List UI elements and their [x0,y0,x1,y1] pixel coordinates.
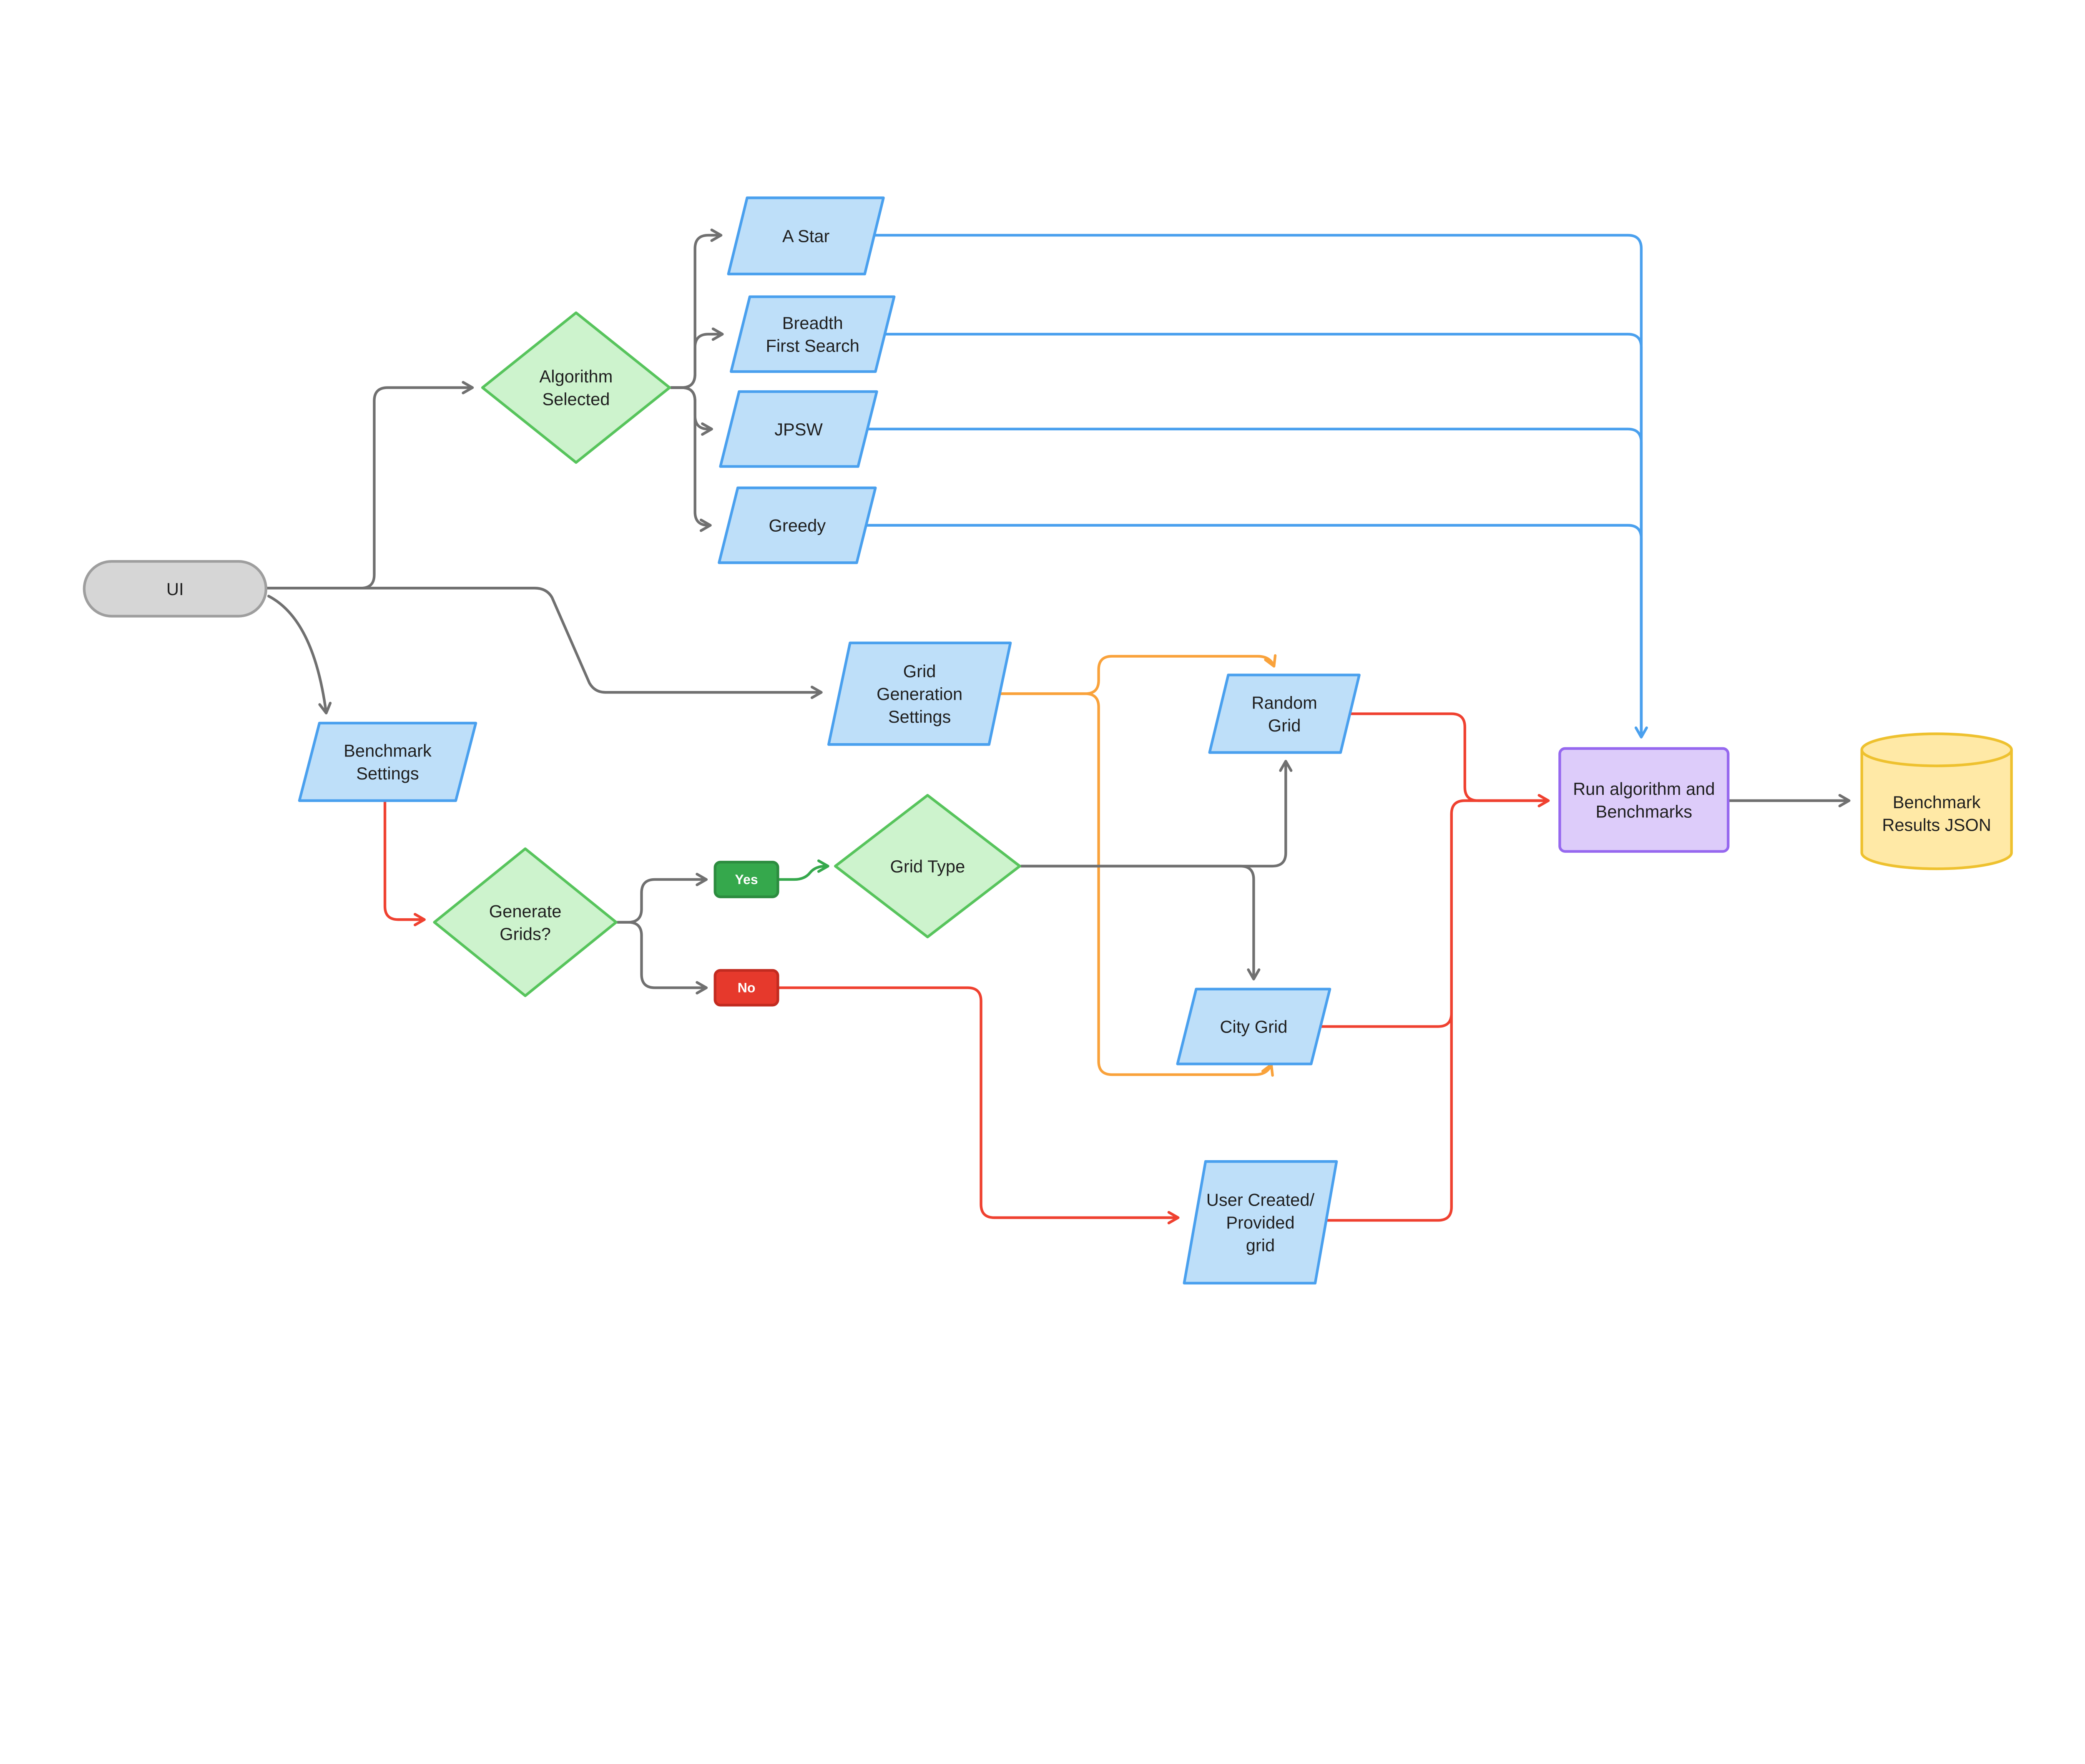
edge-a-star-to-run [874,234,1648,739]
edge-generate-grids-to-yes [616,872,708,924]
edge-algorithm-to-jpsw [669,386,713,436]
node-label-city-grid: City Grid [1220,1017,1287,1036]
edge-algorithm-to-greedy [669,386,712,532]
edge-grid-type-to-random-grid [1020,760,1293,868]
node-no: No [713,969,779,1007]
node-label-grid-type: Grid Type [890,856,965,876]
edge-grid-gen-to-random-grid [998,654,1277,695]
edge-breadth-first-search-to-run [883,333,1643,738]
node-label-greedy: Greedy [769,515,826,535]
node-yes: Yes [713,861,779,898]
edge-benchmark-settings-to-generate-grids [383,799,426,927]
edge-yes-to-grid-type [778,859,829,881]
edge-grid-type-to-city-grid [1020,864,1261,980]
node-label-ui: UI [166,579,184,598]
node-label-jpsw: JPSW [774,419,823,439]
edge-ui-to-algorithm-selected [264,381,474,590]
edge-layer [264,229,1851,1224]
edge-ui-to-grid-generation-settings [264,587,823,699]
edge-no-to-user-created-grid [778,986,1180,1224]
edge-jpsw-to-run [866,427,1643,738]
node-ui: UI [83,560,268,618]
node-label-yes: Yes [735,872,758,887]
edge-user-created-grid-to-run [1326,812,1453,1222]
edge-city-grid-to-run [1319,799,1549,1028]
edge-grid-gen-to-city-grid [998,692,1274,1077]
edge-algorithm-to-breadth-first-search [669,327,724,389]
node-label-a-star: A Star [782,226,830,246]
edge-generate-grids-to-no [616,921,708,995]
node-grid-type: Grid Type [834,794,1021,938]
node-label-no: No [738,980,756,995]
node-jpsw: JPSW [719,390,878,468]
edge-greedy-to-run [864,524,1643,738]
node-greedy: Greedy [718,486,877,564]
edge-random-grid-to-run [1348,712,1550,807]
node-a-star: A Star [727,196,885,276]
node-city-grid: City Grid [1176,988,1331,1065]
edge-ui-to-benchmark-settings [267,595,332,715]
